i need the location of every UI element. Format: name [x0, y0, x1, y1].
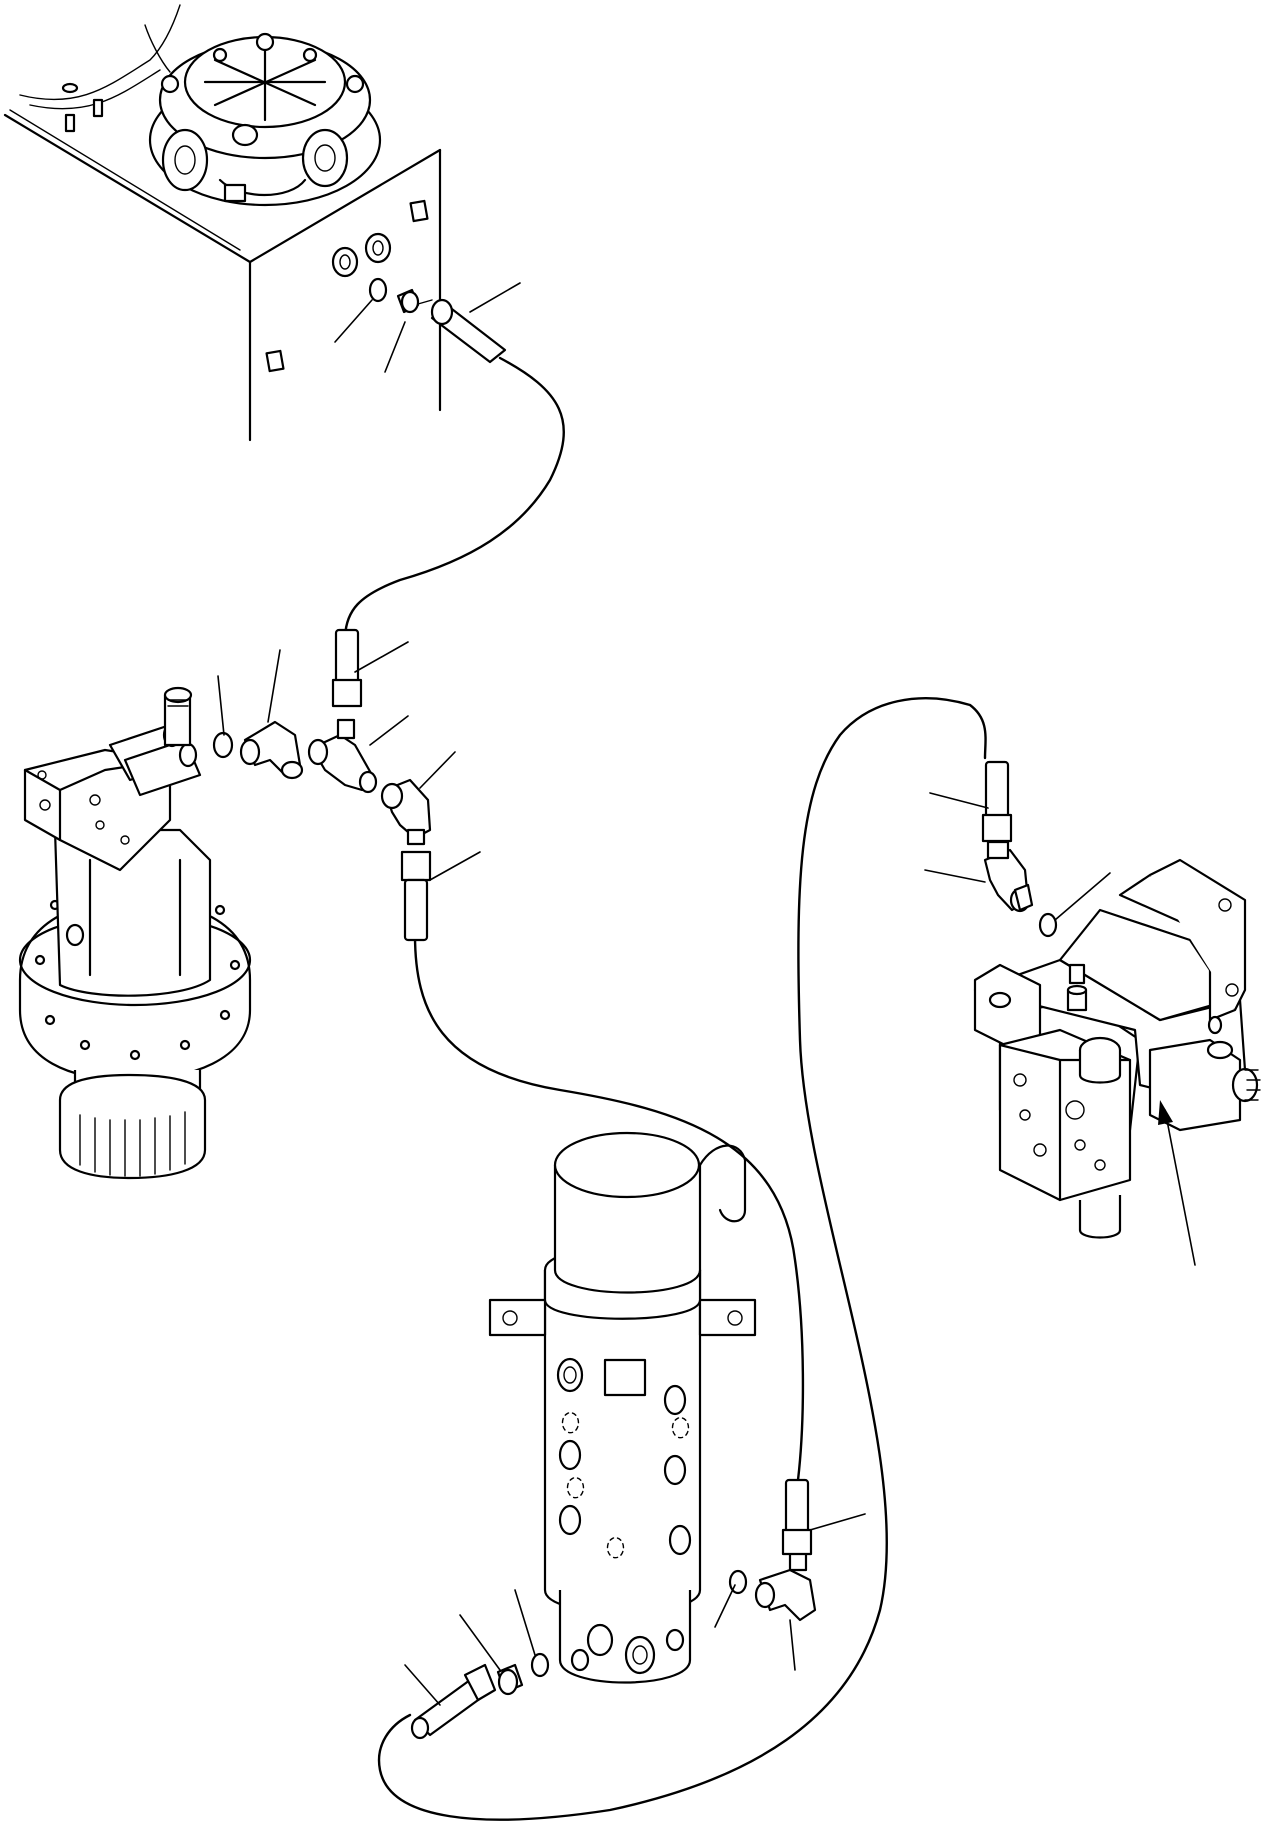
direction-arrow	[1158, 1100, 1196, 1266]
swivel-joint-icon	[488, 1131, 757, 1684]
elbow-icon	[380, 778, 432, 846]
adapter-icon	[496, 1663, 524, 1696]
hose-icon	[781, 1478, 813, 1556]
adapter-icon	[1013, 883, 1034, 912]
hose-icon	[331, 628, 363, 708]
o-ring-icon	[530, 1652, 550, 1678]
o-ring-icon	[1038, 912, 1058, 938]
elbow-icon	[754, 1546, 817, 1622]
leader-lines	[217, 282, 1111, 1706]
o-ring-icon	[368, 277, 388, 303]
hydraulic-tank-icon	[3, 4, 442, 442]
elbow-icon	[239, 720, 304, 780]
swing-motor-icon	[18, 686, 252, 1180]
hose-icon	[981, 760, 1013, 843]
tee-icon	[307, 718, 378, 794]
hose-icon	[343, 356, 987, 1821]
adapter-icon	[396, 288, 433, 314]
hose-icon	[410, 1663, 497, 1740]
o-ring-icon	[728, 1569, 748, 1595]
hose-icon	[430, 298, 507, 364]
bolt-ring	[34, 899, 241, 1061]
o-ring-icon	[212, 731, 234, 759]
hydraulic-pump-icon	[973, 858, 1261, 1239]
hose-icon	[400, 850, 432, 942]
